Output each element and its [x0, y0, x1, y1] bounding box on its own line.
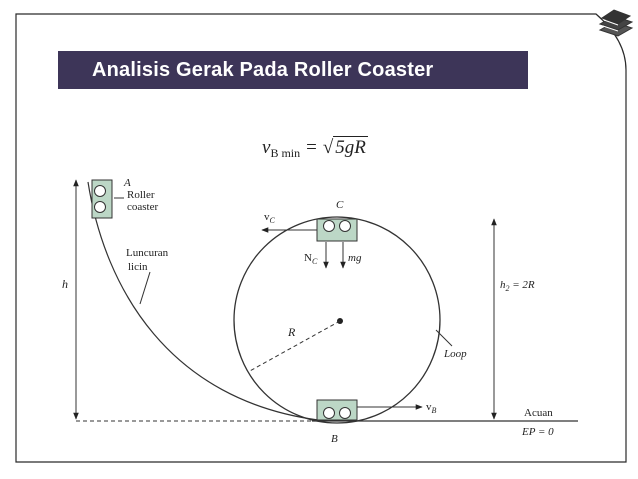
slide-leader	[139, 271, 151, 305]
radius-line	[247, 320, 341, 373]
label-licin: licin	[128, 261, 148, 273]
page-title: Analisis Gerak Pada Roller Coaster	[58, 51, 528, 89]
label-ep: EP = 0	[521, 426, 554, 438]
slide-track	[87, 181, 319, 421]
label-mg: mg	[348, 252, 362, 264]
label-point-b: B	[331, 433, 338, 445]
label-point-a: A	[123, 177, 131, 189]
label-loop: Loop	[443, 348, 467, 360]
label-h: h	[62, 277, 68, 291]
formula-eq: =	[306, 137, 317, 158]
formula-radicand: 5gR	[333, 136, 368, 158]
label-vb: vB	[426, 401, 437, 415]
cart-a	[91, 179, 113, 219]
label-coaster: coaster	[127, 201, 158, 213]
label-roller: Roller	[127, 189, 155, 201]
loop-leader	[435, 329, 453, 347]
sqrt-symbol: √	[322, 137, 334, 158]
stacked-books-icon	[598, 9, 634, 37]
label-r: R	[287, 325, 296, 339]
cart-c	[316, 218, 358, 242]
formula-vb-min: vB min =√5gR	[262, 136, 368, 161]
cart-b	[316, 399, 358, 421]
loop-circle	[233, 216, 441, 424]
formula-lhs: v	[262, 137, 271, 158]
label-point-c: C	[336, 199, 344, 211]
formula-lhs-sub: B min	[270, 146, 301, 160]
label-acuan: Acuan	[524, 407, 553, 419]
label-h2: h2 = 2R	[500, 279, 535, 293]
label-nc: NC	[304, 252, 318, 266]
label-vc: vC	[264, 211, 276, 225]
label-luncuran: Luncuran	[126, 247, 169, 259]
